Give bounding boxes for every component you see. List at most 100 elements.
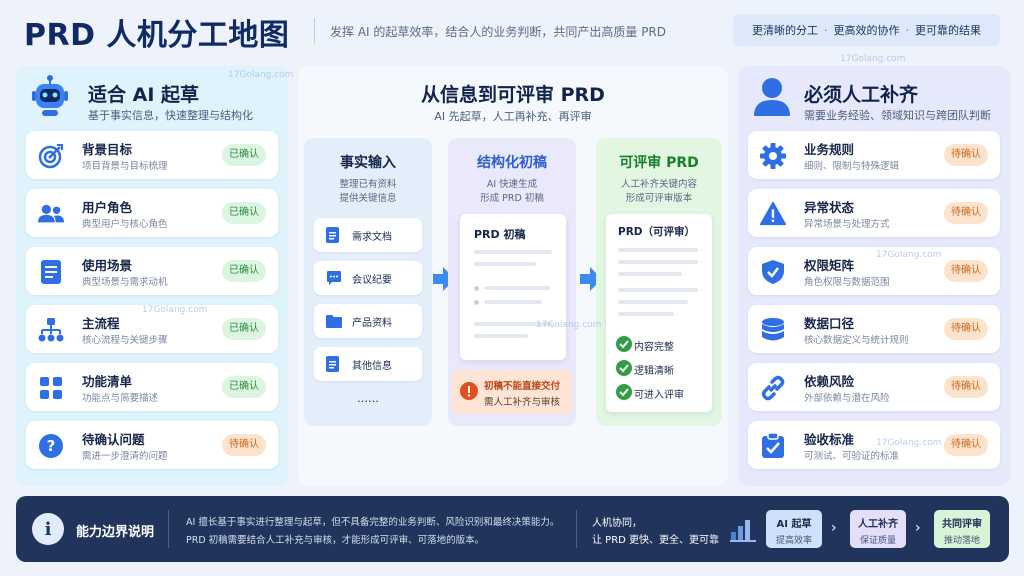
- target-icon: [38, 143, 64, 169]
- column-title: 结构化初稿: [477, 155, 547, 171]
- text-line: [474, 250, 552, 254]
- item-desc: 核心流程与关键步骤: [82, 335, 168, 346]
- robot-icon: [28, 74, 72, 118]
- status-badge: 待确认: [944, 376, 988, 398]
- source-label: 其他信息: [352, 361, 392, 372]
- bullet: [474, 300, 479, 305]
- list-item[interactable]: 数据口径 核心数据定义与统计规则 待确认: [748, 305, 1000, 353]
- arrow-right-icon: [433, 266, 455, 292]
- list-item[interactable]: 使用场景 典型场景与需求动机 已确认: [26, 247, 278, 295]
- flow-step-title: AI 起草: [776, 519, 812, 530]
- page-title: PRD 人机分工地图: [24, 18, 290, 53]
- item-title: 验收标准: [804, 432, 855, 447]
- collab-text: 让 PRD 更快、更全、更可靠: [592, 535, 720, 546]
- header-tag: 更清晰的分工: [752, 24, 818, 37]
- prd-review-document: PRD（可评审） 内容完整 逻辑清晰 可进入评审: [606, 214, 712, 412]
- document-title: PRD（可评审）: [618, 226, 695, 238]
- bottom-title: 能力边界说明: [76, 525, 155, 540]
- bar-chart-icon: [730, 516, 756, 546]
- status-badge: 待确认: [944, 260, 988, 282]
- check-circle-icon: [616, 384, 632, 404]
- document-icon: [326, 356, 339, 376]
- flow-icon: [38, 317, 64, 343]
- status-badge: 已确认: [222, 376, 266, 398]
- status-badge: 已确认: [222, 144, 266, 166]
- header-divider: [314, 18, 315, 44]
- check-label: 逻辑清晰: [634, 366, 674, 377]
- panel-subtitle: 基于事实信息，快速整理与结构化: [88, 109, 253, 122]
- check-label: 内容完整: [634, 342, 674, 353]
- item-title: 异常状态: [804, 200, 855, 215]
- check-circle-icon: [616, 360, 632, 380]
- flow-step: 人工补齐 保证质量: [850, 510, 906, 548]
- column-desc-line: 人工补齐关键内容: [620, 179, 697, 190]
- item-desc: 典型用户与核心角色: [82, 219, 168, 230]
- item-title: 功能清单: [82, 374, 133, 389]
- list-item[interactable]: 验收标准 可测试、可验证的标准 待确认: [748, 421, 1000, 469]
- divider: [168, 510, 169, 548]
- item-desc: 典型场景与需求动机: [82, 277, 168, 288]
- flow-step-title: 人工补齐: [858, 519, 898, 530]
- check-item: 逻辑清晰: [608, 360, 712, 378]
- list-item[interactable]: 权限矩阵 角色权限与数据范围 待确认: [748, 247, 1000, 295]
- document-icon: [326, 227, 339, 247]
- list-item[interactable]: 依赖风险 外部依赖与潜在风险 待确认: [748, 363, 1000, 411]
- list-item[interactable]: 异常状态 异常场景与处理方式 待确认: [748, 189, 1000, 237]
- warning-icon: [760, 201, 786, 227]
- svg-text:?: ?: [47, 437, 56, 455]
- source-item[interactable]: 产品资料: [314, 304, 422, 338]
- flow-step-title: 共同评审: [942, 519, 982, 530]
- check-item: 内容完整: [608, 336, 712, 354]
- header-tag: 更高效的协作: [833, 24, 900, 37]
- item-desc: 项目背景与目标梳理: [82, 161, 168, 172]
- list-item[interactable]: 用户角色 典型用户与核心角色 已确认: [26, 189, 278, 237]
- watermark: 17Golang.com: [840, 54, 906, 64]
- ai-draft-panel: 适合 AI 起草 基于事实信息，快速整理与结构化 背景目标 项目背景与目标梳理 …: [16, 66, 288, 486]
- status-badge: 已确认: [222, 202, 266, 224]
- text-line: [618, 288, 698, 292]
- database-icon: [760, 317, 786, 343]
- chat-icon: [326, 270, 342, 290]
- column-desc-line: 形成可评审版本: [625, 193, 693, 204]
- warning-icon: [460, 382, 478, 404]
- folder-icon: [326, 313, 342, 332]
- item-title: 权限矩阵: [804, 258, 855, 273]
- source-item[interactable]: 会议纪要: [314, 261, 422, 295]
- check-item: 可进入评审: [608, 384, 712, 402]
- column-title: 可评审 PRD: [619, 155, 699, 171]
- text-line: [618, 312, 674, 316]
- item-desc: 可测试、可验证的标准: [804, 451, 900, 462]
- flow-step-desc: 保证质量: [859, 536, 896, 546]
- source-item[interactable]: 需求文档: [314, 218, 422, 252]
- flow-step-desc: 提高效率: [775, 536, 812, 546]
- check-circle-icon: [616, 336, 632, 356]
- text-line: [618, 300, 688, 304]
- watermark: 17Golang.com: [536, 320, 602, 330]
- bottom-text: PRD 初稿需要结合人工补充与审核，才能形成可评审、可落地的版本。: [186, 535, 485, 546]
- status-badge: 待确认: [222, 434, 266, 456]
- item-desc: 需进一步澄清的问题: [82, 451, 168, 462]
- item-desc: 功能点与简要描述: [82, 393, 159, 404]
- list-item[interactable]: 功能清单 功能点与简要描述 已确认: [26, 363, 278, 411]
- clipboard-check-icon: [760, 433, 786, 459]
- gear-icon: [760, 143, 786, 169]
- arrow-right-icon: [580, 266, 602, 292]
- list-item[interactable]: 主流程 核心流程与关键步骤 已确认: [26, 305, 278, 353]
- column-desc: 人工补齐关键内容形成可评审版本: [596, 178, 722, 206]
- list-item[interactable]: 业务规则 细则、限制与特殊逻辑 待确认: [748, 131, 1000, 179]
- status-badge: 待确认: [944, 318, 988, 340]
- source-item[interactable]: 其他信息: [314, 347, 422, 381]
- item-title: 背景目标: [82, 142, 133, 157]
- check-label: 可进入评审: [634, 390, 684, 401]
- column-desc-line: 提供关键信息: [339, 193, 397, 204]
- source-label: 需求文档: [352, 232, 392, 243]
- item-title: 主流程: [82, 316, 120, 331]
- list-item[interactable]: ? 待确认问题 需进一步澄清的问题 待确认: [26, 421, 278, 469]
- list-item[interactable]: 背景目标 项目背景与目标梳理 已确认: [26, 131, 278, 179]
- users-icon: [38, 201, 64, 227]
- grid-icon: [38, 375, 64, 401]
- warning-title: 初稿不能直接交付: [484, 381, 561, 392]
- status-badge: 待确认: [944, 144, 988, 166]
- item-desc: 核心数据定义与统计规则: [804, 335, 909, 346]
- item-desc: 外部依赖与潜在风险: [804, 393, 890, 404]
